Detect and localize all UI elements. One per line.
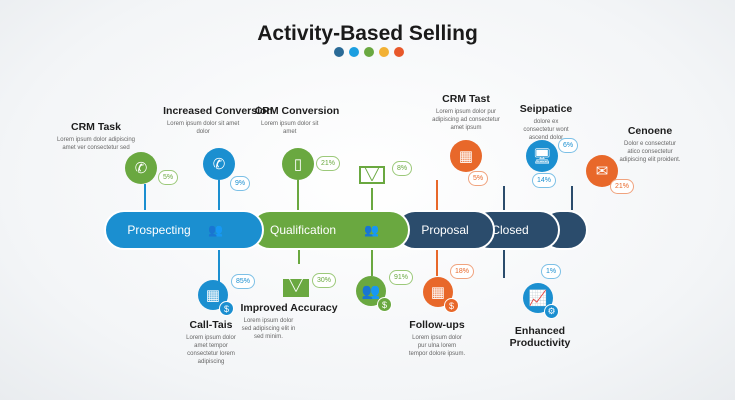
phone-icon: ✆ [203,148,235,180]
percent-badge: 5% [468,171,489,186]
phone-icon: ✆ [125,152,157,184]
stage-proposal[interactable]: Proposal [395,210,495,250]
envelope-icon: ╲╱ [283,279,309,297]
percent-badge: 1% [541,264,562,279]
page-title: Activity-Based Selling [257,22,478,45]
percent-badge: 30% [312,273,337,288]
stage-label: Prospecting [127,223,191,237]
team-icon: 👥 [208,223,223,237]
percent-badge: 9% [230,176,251,191]
percent-badge: 18% [450,264,475,279]
percent-badge: 8% [392,161,413,176]
team-icon: 👥 [364,223,379,237]
envelope-icon: ╲╱ [359,166,385,184]
envelope-icon: ✉ [586,155,618,187]
calendar-dollar-icon: ▦$ [198,280,234,316]
percent-badge: 21% [316,156,341,171]
percent-badge: 85% [231,274,256,289]
calendar-dollar-icon: ▦$ [423,277,459,313]
color-dots [334,47,404,57]
stage-label: Proposal [421,223,469,237]
team-dollar-icon: 👥$ [356,276,392,312]
bottom-label-5: Enhanced Productivity [509,325,571,349]
percent-badge: 91% [389,270,414,285]
stage-prospecting[interactable]: Prospecting 👥 [104,210,264,250]
tablet-chart-icon: 📈⚙ [523,283,559,319]
percent-badge: 5% [158,170,179,185]
calculator-icon: ▦ [450,140,482,172]
percent-badge: 14% [532,173,557,188]
stage-label: Closed [491,223,529,237]
percent-badge: 6% [558,138,579,153]
mobile-icon: ▯ [282,148,314,180]
stage-label: Qualification [270,223,337,237]
computer-user-icon: 🖥 [526,140,558,172]
percent-badge: 21% [610,179,635,194]
stage-qualification[interactable]: Qualification 👥 [250,210,410,250]
